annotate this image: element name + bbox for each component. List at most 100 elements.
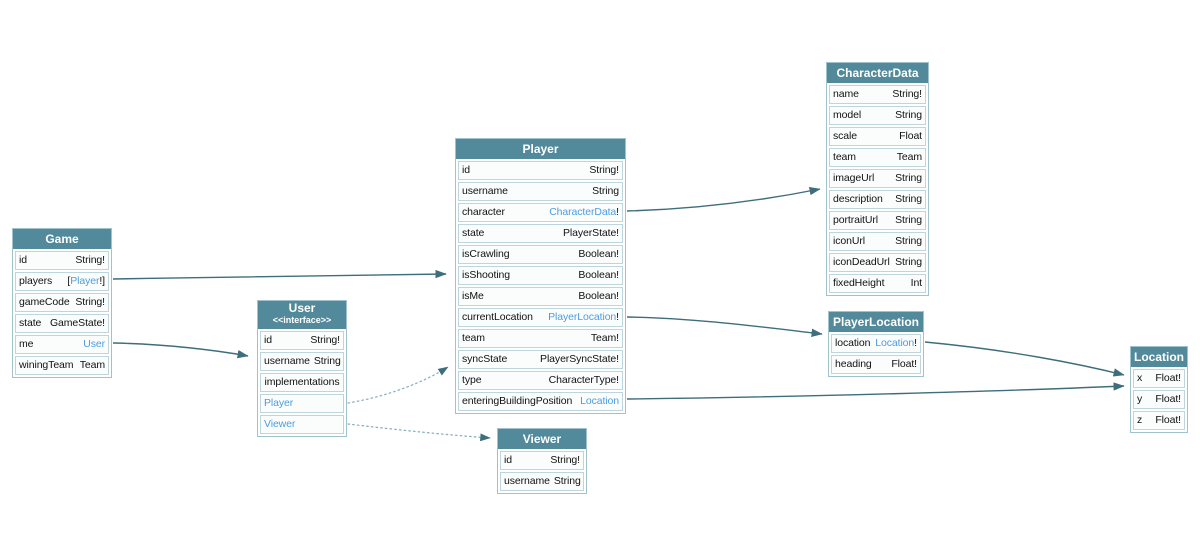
type-text: ! (616, 206, 619, 218)
entity-title: Location (1134, 350, 1184, 364)
type-text: Float! (1155, 372, 1181, 384)
field-type: String (895, 107, 922, 124)
field-name: fixedHeight (833, 277, 885, 289)
field-name: isMe (462, 290, 484, 302)
type-link[interactable]: Location (875, 337, 915, 349)
field-name: username (462, 185, 508, 197)
field-row-imageUrl[interactable]: imageUrl String (829, 169, 926, 188)
field-row-username[interactable]: username String (260, 352, 344, 371)
field-row-fixedHeight[interactable]: fixedHeight Int (829, 274, 926, 293)
field-name: imageUrl (833, 172, 875, 184)
row-label: implementations (264, 376, 340, 388)
field-type: String (314, 353, 341, 370)
field-row-team[interactable]: team Team (829, 148, 926, 167)
type-link[interactable]: PlayerLocation (548, 311, 617, 323)
field-row-isMe[interactable]: isMe Boolean! (458, 287, 623, 306)
field-row-x[interactable]: x Float! (1133, 369, 1185, 388)
field-row-Player[interactable]: Player (260, 394, 344, 413)
type-link[interactable]: CharacterData (549, 206, 617, 218)
type-link[interactable]: Viewer (264, 418, 296, 430)
type-text: Team (896, 151, 922, 163)
field-type: Location (580, 393, 619, 410)
entity-title: Game (45, 232, 79, 246)
edge-game-players-to-player (112, 269, 447, 280)
field-name: x (1137, 372, 1143, 384)
field-name: id (19, 254, 27, 266)
field-name: iconDeadUrl (833, 256, 890, 268)
type-link[interactable]: Player (70, 275, 100, 287)
field-type: Boolean! (578, 288, 619, 305)
entity-player-header[interactable]: Player (456, 139, 625, 159)
field-name: state (462, 227, 485, 239)
entity-title: Player (522, 142, 559, 156)
type-link[interactable]: Player (264, 397, 294, 409)
edge-player-currentlocation-to-playerlocation (626, 316, 823, 337)
field-name: portraitUrl (833, 214, 878, 226)
field-type: String (895, 233, 922, 250)
type-link[interactable]: User (83, 338, 105, 350)
type-text: Team! (590, 332, 619, 344)
field-row-Viewer[interactable]: Viewer (260, 415, 344, 434)
type-text: String! (75, 254, 105, 266)
entity-characterdata-header[interactable]: CharacterData (827, 63, 928, 83)
type-text: PlayerState! (563, 227, 619, 239)
entity-location-header[interactable]: Location (1131, 347, 1187, 367)
entity-playerlocation-header[interactable]: PlayerLocation (829, 312, 923, 332)
type-text: GameState! (49, 317, 105, 329)
field-name: team (833, 151, 856, 163)
type-text: Boolean! (578, 269, 619, 281)
field-type: String! (892, 86, 922, 103)
type-link[interactable]: Location (580, 395, 619, 407)
field-name: id (462, 164, 470, 176)
field-name: players (19, 275, 53, 287)
entity-user-header[interactable]: User <<interface>> (258, 301, 346, 329)
field-type: String (554, 473, 581, 490)
entity-game-header[interactable]: Game (13, 229, 111, 249)
field-type: PlayerSyncState! (540, 351, 619, 368)
field-row-state[interactable]: state PlayerState! (458, 224, 623, 243)
field-type: String! (589, 162, 619, 179)
field-row-players[interactable]: players[Player!] (15, 272, 109, 291)
type-text: Int (910, 277, 922, 289)
entity-viewer-header[interactable]: Viewer (498, 429, 586, 449)
field-row-id[interactable]: id String! (458, 161, 623, 180)
type-text: String (895, 172, 922, 184)
entity-subtitle: <<interface>> (272, 315, 332, 325)
field-name: username (264, 355, 310, 367)
field-row-id[interactable]: id String! (15, 251, 109, 270)
field-type: Float! (1155, 412, 1181, 429)
type-text: ! (914, 337, 917, 349)
field-row-implementations[interactable]: implementations (260, 373, 344, 392)
field-type: Float! (1155, 391, 1181, 408)
